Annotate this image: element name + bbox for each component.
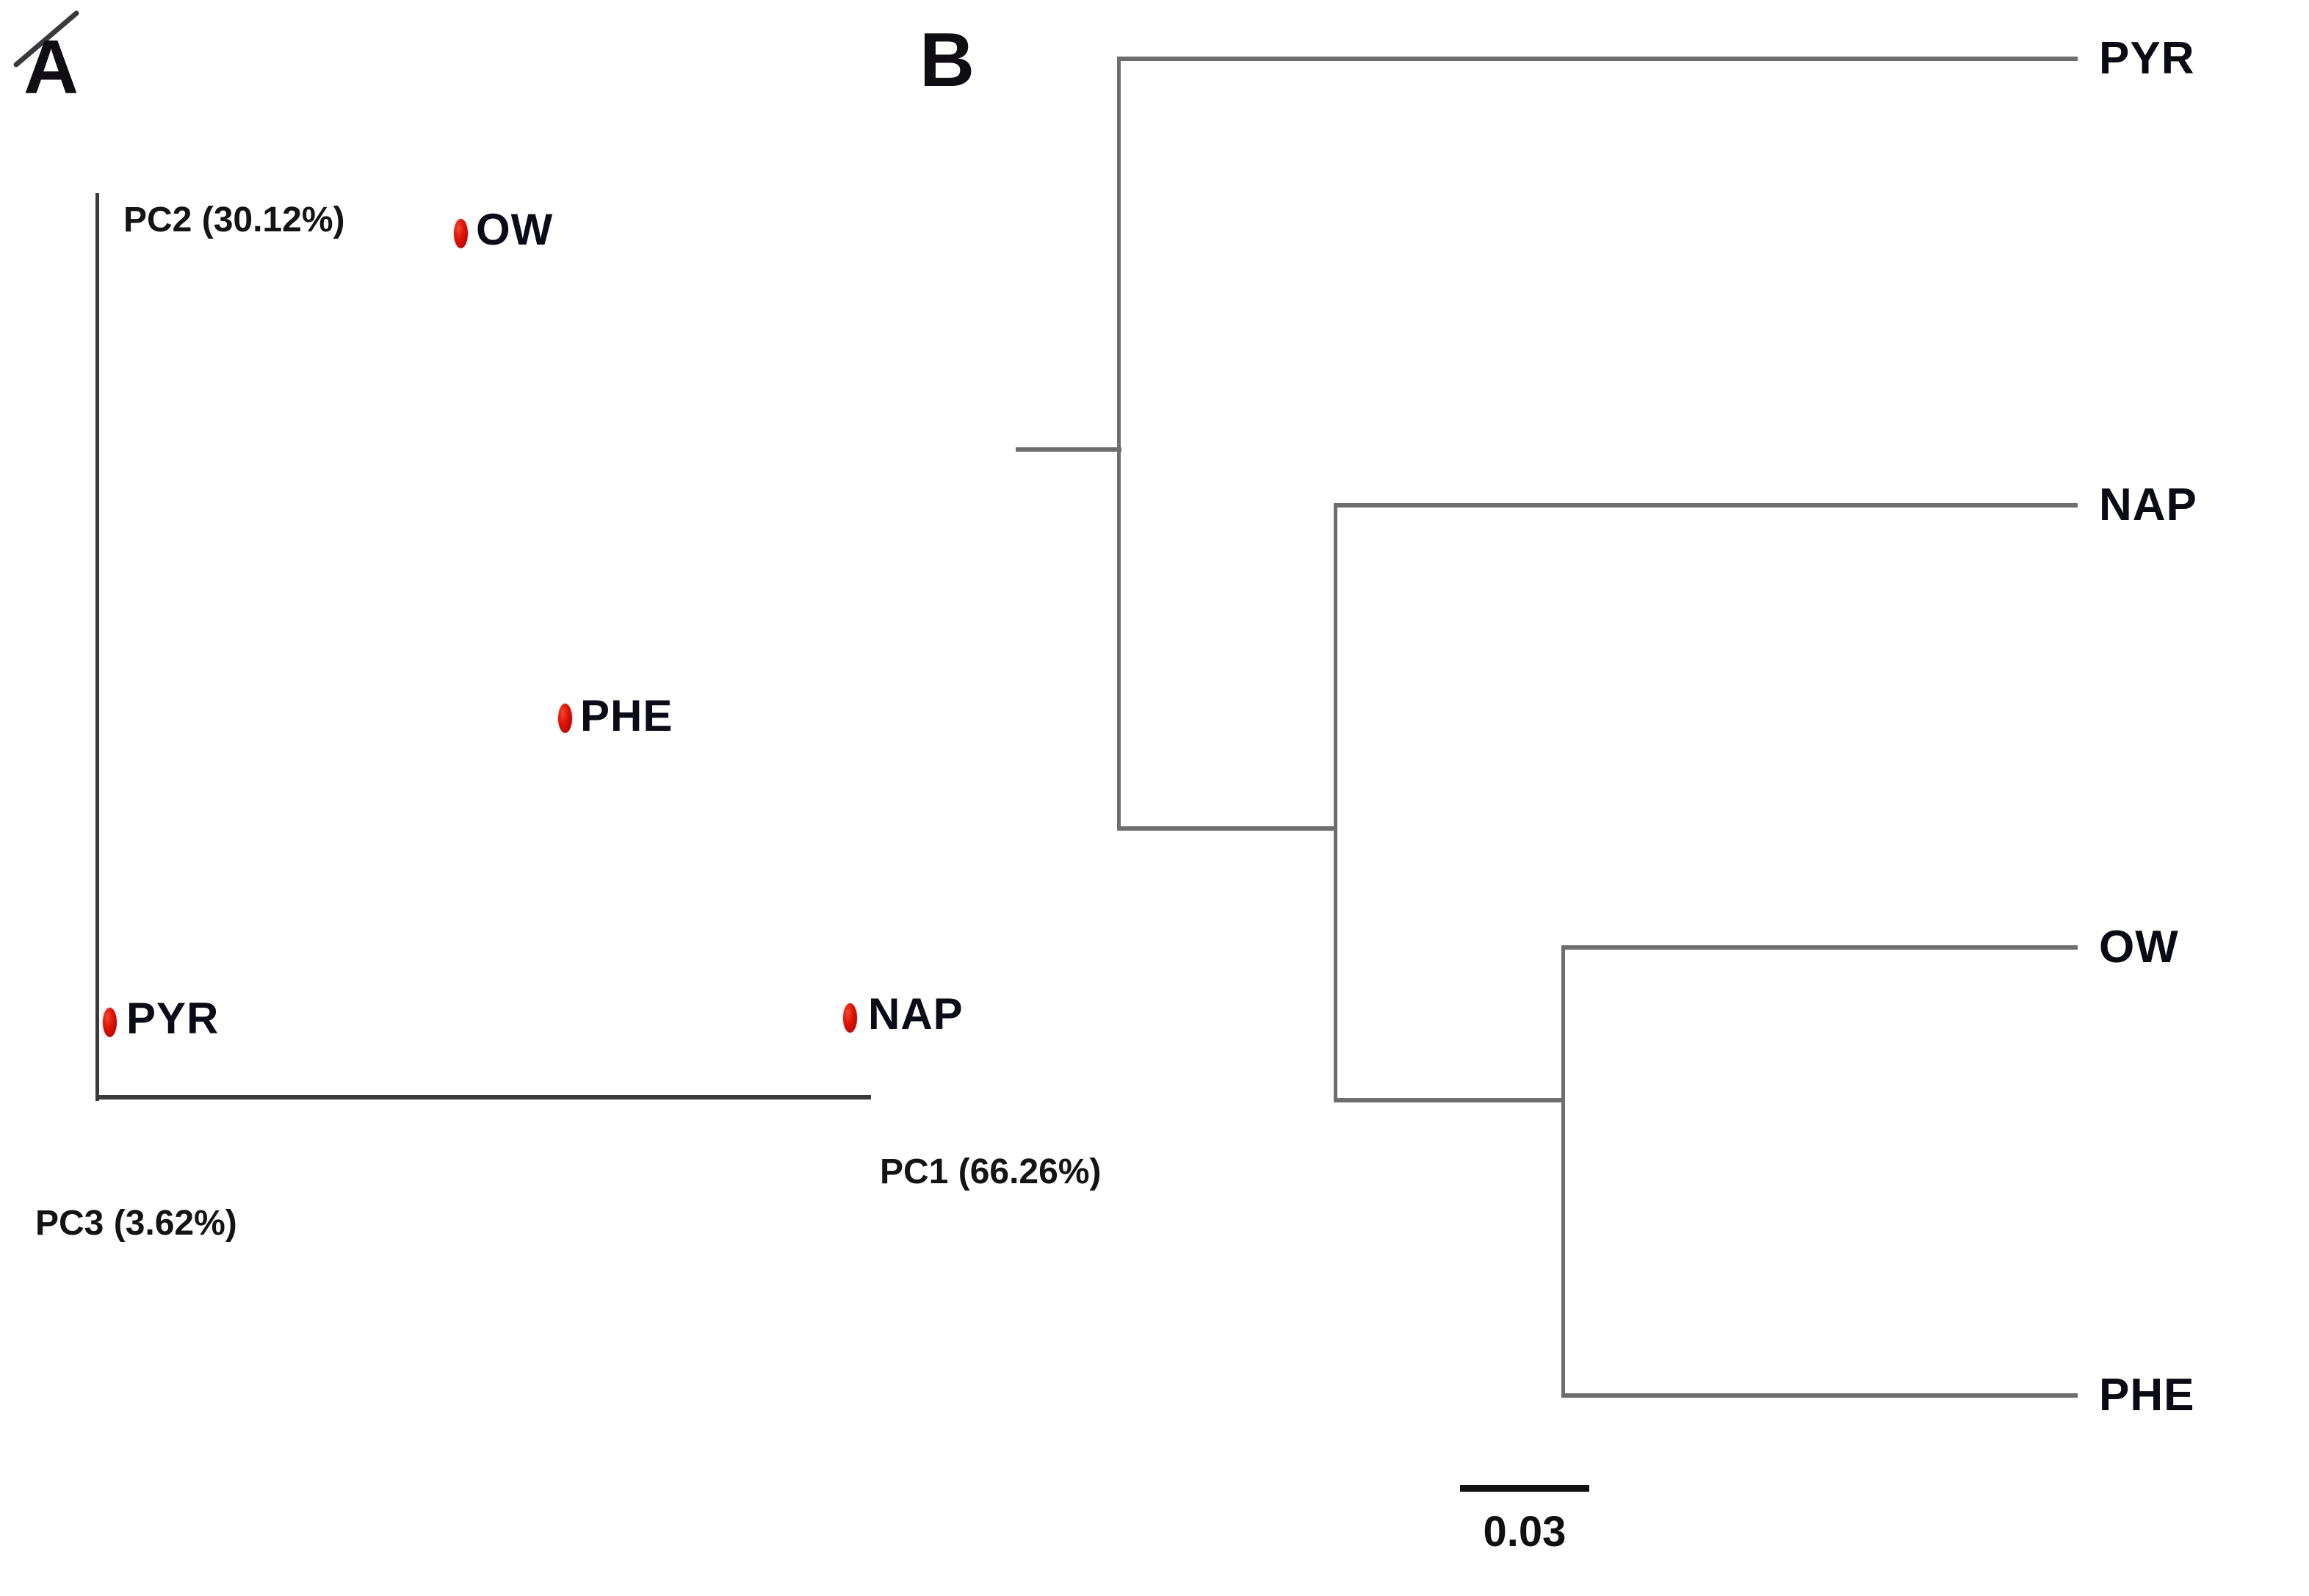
tree-tip-label-pyr: PYR (2099, 33, 2195, 84)
scatter-point-nap[interactable] (843, 1003, 857, 1033)
pc3-axis-line (13, 10, 79, 68)
scatter-point-label-phe: PHE (580, 691, 673, 740)
scatter-point-label-ow: OW (476, 205, 554, 254)
scatter-point-label-pyr: PYR (126, 994, 220, 1043)
tree-branch-tip-pyr (1117, 57, 2078, 61)
panel-letter-b: B (919, 18, 975, 103)
scatter-point-phe[interactable] (558, 704, 572, 733)
tree-branch-tip-ow (1561, 945, 2078, 950)
pc2-axis-label: PC2 (30.12%) (123, 201, 345, 239)
pc3-axis-label: PC3 (3.62%) (35, 1204, 237, 1243)
tree-branch-root-vertical (1117, 59, 1121, 831)
scale-bar-line (1460, 1485, 1589, 1492)
pc1-axis-label: PC1 (66.26%) (880, 1152, 1102, 1191)
tree-branch-root-stem (1016, 447, 1121, 452)
tree-tip-label-ow: OW (2099, 922, 2179, 972)
scatter-point-ow[interactable] (454, 219, 468, 248)
pc2-axis-line (95, 193, 99, 1101)
tree-branch-node2-vertical (1334, 505, 1337, 1102)
panel-a-pca-scatter: A PC2 (30.12%) PC1 (66.26%) PC3 (3.62%) … (0, 0, 1101, 1596)
tree-tip-label-nap: NAP (2099, 480, 2197, 530)
scatter-point-pyr[interactable] (103, 1008, 117, 1037)
tree-tip-label-phe: PHE (2099, 1370, 2195, 1420)
tree-branch-root-to-node2 (1117, 826, 1337, 831)
tree-branch-tip-nap (1334, 503, 2078, 508)
tree-branch-tip-phe (1561, 1393, 2078, 1398)
tree-branch-node3-vertical (1561, 947, 1565, 1398)
pc1-axis-line (95, 1095, 871, 1099)
tree-branch-node2-to-node3 (1334, 1098, 1565, 1102)
panel-letter-a: A (24, 25, 79, 110)
scatter-point-label-nap: NAP (868, 989, 964, 1039)
scale-bar-label: 0.03 (1483, 1508, 1567, 1556)
